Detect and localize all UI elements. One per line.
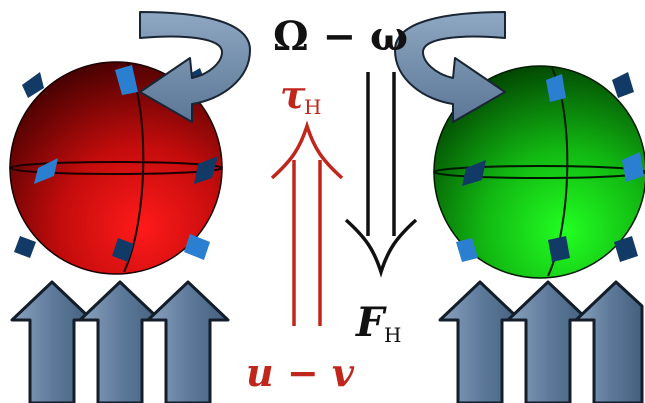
tau-subscript: H <box>304 95 321 119</box>
omega-label: Ω − ω <box>273 13 408 60</box>
right-sphere <box>433 65 645 279</box>
force-subscript: H <box>384 323 401 347</box>
velocity-label: u − v <box>246 350 355 395</box>
flow-arrows-left <box>10 280 230 403</box>
flow-arrow-icon <box>506 280 590 403</box>
flow-arrows-right <box>438 280 644 403</box>
rotation-arrow-icon <box>394 11 506 123</box>
rotation-arrow-icon <box>139 11 251 123</box>
surface-patches-left <box>14 65 218 262</box>
flow-arrow-icon <box>78 280 162 403</box>
flow-arrow-icon <box>438 280 522 403</box>
double-arrow-icon <box>344 72 418 278</box>
double-arrow-icon <box>270 120 344 326</box>
tau-label: τ <box>280 72 306 117</box>
left-sphere <box>9 61 223 275</box>
flow-arrow-icon <box>10 280 94 403</box>
flow-arrow-icon <box>146 280 230 403</box>
surface-patches-right <box>456 72 644 262</box>
force-label: F <box>355 299 387 346</box>
flow-arrow-icon <box>574 280 644 403</box>
